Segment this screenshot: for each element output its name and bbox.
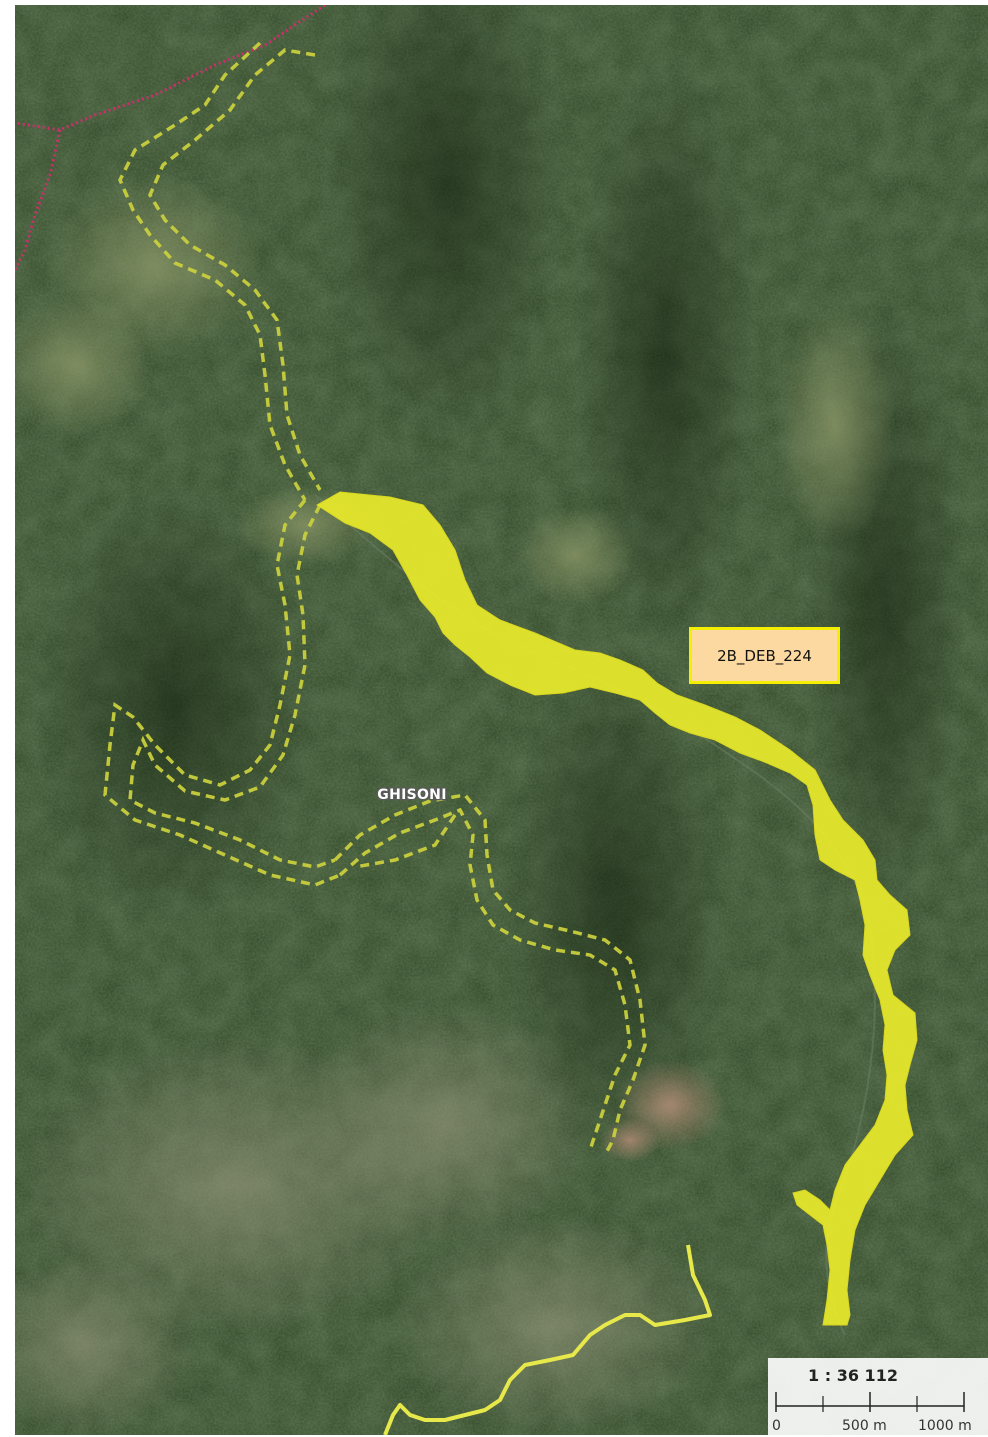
dashed-buffer-corridors [103, 41, 647, 1156]
scale-tick-0: 0 [772, 1418, 781, 1434]
scale-tick-1000: 1000 m [918, 1418, 972, 1434]
scale-bar: 1 : 36 112 0 500 m 1000 m [768, 1358, 988, 1437]
aerial-imagery [15, 5, 988, 1435]
boundary-lines [15, 5, 326, 271]
map-canvas[interactable]: GHISONI [15, 5, 988, 1435]
scale-ratio: 1 : 36 112 [808, 1366, 898, 1385]
road-line [383, 1244, 712, 1435]
map-view[interactable]: GHISONI [15, 5, 988, 1435]
scale-tick-500: 500 m [842, 1418, 887, 1434]
scale-bar-graphic [775, 1392, 965, 1412]
highlighted-area-polygon[interactable] [316, 491, 918, 1326]
place-label-ghisoni: GHISONI [377, 787, 446, 803]
feature-label: 2B_DEB_224 [689, 627, 840, 684]
